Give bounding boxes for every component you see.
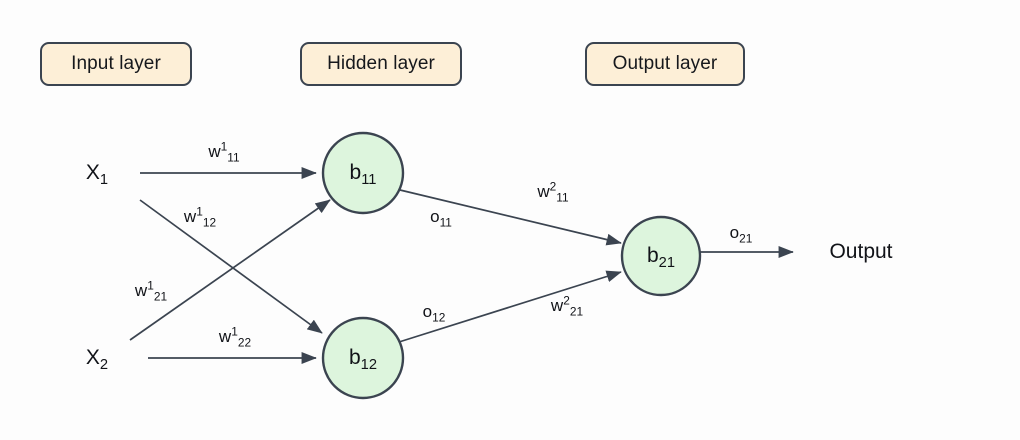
layer-label-text: Output layer bbox=[612, 53, 718, 74]
edge-x2-to-b11 bbox=[129, 199, 331, 341]
layer-label-text: Hidden layer bbox=[327, 53, 435, 74]
edge-b11-to-b21 bbox=[399, 189, 622, 246]
layer-label-output-layer: Output layer bbox=[585, 42, 745, 86]
layer-label-input-layer: Input layer bbox=[40, 42, 192, 86]
edge-x1-to-b12 bbox=[139, 199, 323, 334]
edge-lines bbox=[129, 167, 794, 364]
edge-b12-to-b21 bbox=[398, 270, 622, 343]
layer-label-hidden-layer: Hidden layer bbox=[300, 42, 462, 86]
neuron-b12 bbox=[321, 316, 405, 400]
neuron-b21 bbox=[620, 215, 702, 297]
layer-label-text: Input layer bbox=[71, 53, 161, 74]
neuron-b11 bbox=[321, 131, 405, 215]
node-circles bbox=[321, 131, 702, 400]
